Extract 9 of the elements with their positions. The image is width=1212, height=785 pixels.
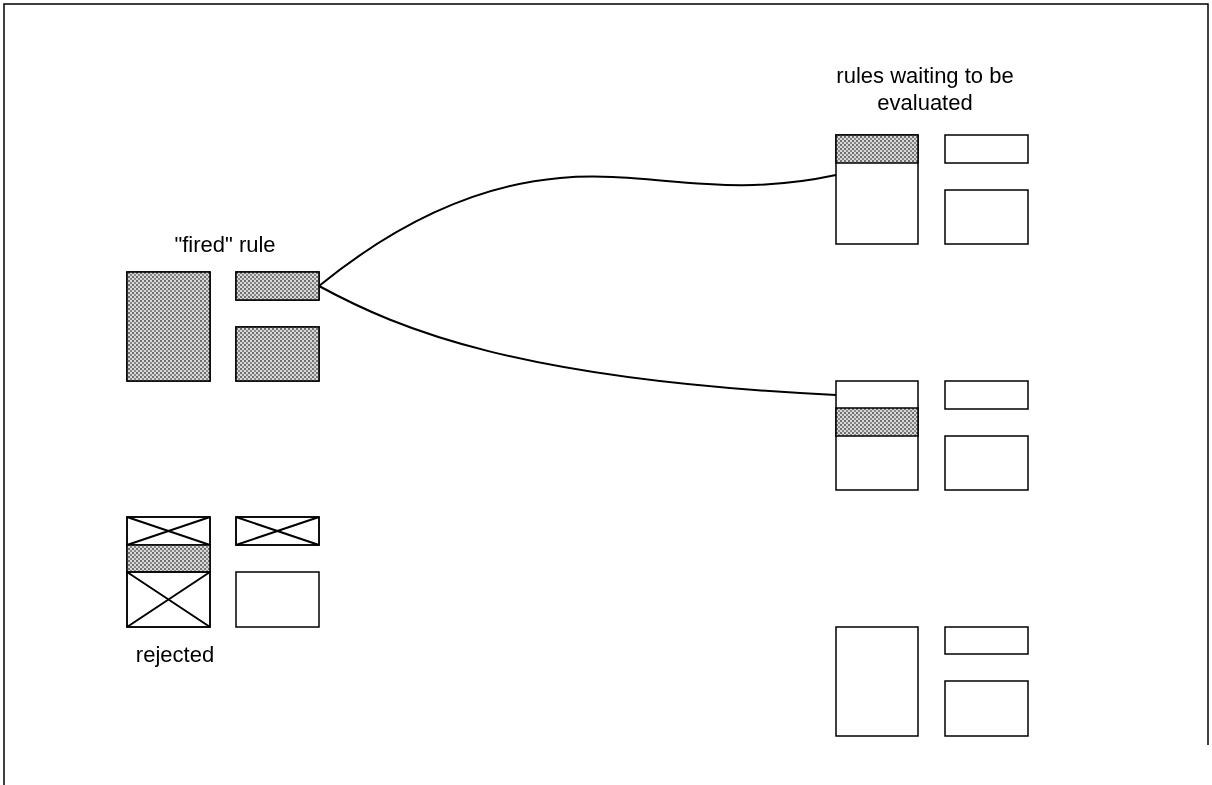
rule-box — [126, 271, 211, 382]
rule-box — [235, 271, 320, 301]
rule-box — [235, 326, 320, 382]
caption-text: "fired" rule — [173, 231, 277, 258]
caption-text: rejected — [134, 641, 216, 668]
rule-box — [235, 516, 320, 546]
connector-line — [318, 285, 837, 396]
connector-line — [318, 174, 837, 287]
caption-text: rules waiting to be evaluated — [835, 62, 1015, 116]
